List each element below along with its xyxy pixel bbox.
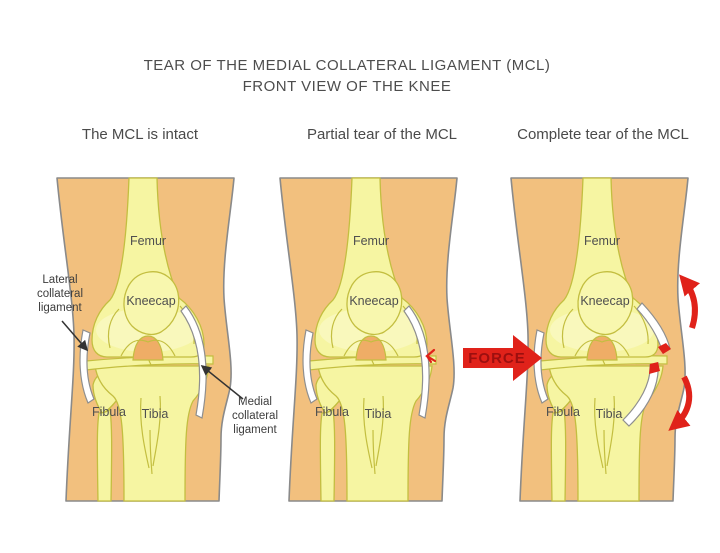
panel-caption-partial-tear: Partial tear of the MCL (306, 126, 458, 143)
knee-base (279, 177, 458, 502)
fibula-label: Fibula (315, 405, 349, 419)
medial-ligament-label: Medial collateral ligament (231, 396, 279, 436)
panel-caption-complete-tear: Complete tear of the MCL (517, 126, 689, 143)
knee-diagram-partial-tear: Femur Kneecap Fibula Tibia (279, 177, 458, 502)
kneecap-label: Kneecap (126, 294, 175, 308)
femur-label: Femur (353, 234, 389, 248)
tibia-label: Tibia (596, 407, 623, 421)
figure-title: TEAR OF THE MEDIAL COLLATERAL LIGAMENT (… (0, 55, 694, 97)
femur-label: Femur (130, 234, 166, 248)
knee-diagram-intact: Femur Kneecap Fibula Tibia (56, 177, 235, 502)
figure-title-line2: FRONT VIEW OF THE KNEE (242, 78, 452, 95)
kneecap-label: Kneecap (580, 294, 629, 308)
tibia-label: Tibia (142, 407, 169, 421)
fibula-label: Fibula (546, 405, 580, 419)
fibula-label: Fibula (92, 405, 126, 419)
lateral-ligament-label: Lateral collateral ligament (36, 274, 84, 314)
panel-caption-intact: The MCL is intact (81, 126, 199, 143)
knee-base (56, 177, 235, 502)
femur-label: Femur (584, 234, 620, 248)
knee-diagram-complete-tear: Femur Kneecap Fibula Tibia (510, 177, 689, 502)
figure-title-line1: TEAR OF THE MEDIAL COLLATERAL LIGAMENT (… (143, 57, 551, 74)
kneecap-label: Kneecap (349, 294, 398, 308)
tibia-label: Tibia (365, 407, 392, 421)
